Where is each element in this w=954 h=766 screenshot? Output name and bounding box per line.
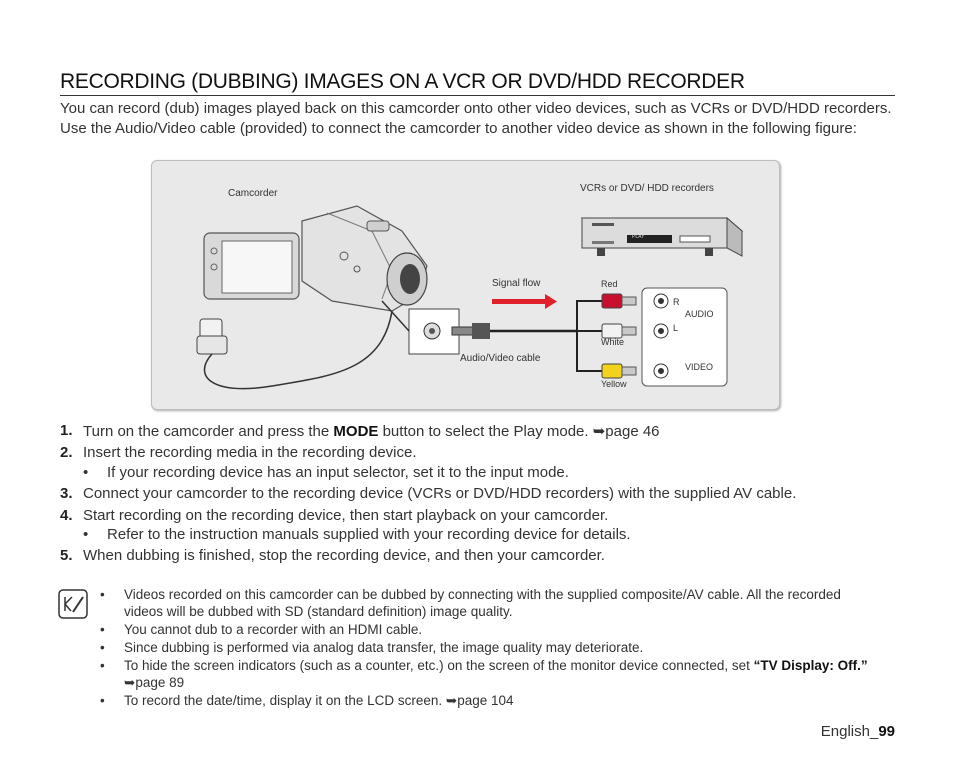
bullet-icon: • [100,658,105,673]
title-rule [60,95,895,96]
camcorder-illustration [203,205,428,312]
play-label: PLAY [632,234,645,240]
power-adapter [196,310,393,390]
page-ref: page 104 [457,693,514,708]
av-jack-box [381,300,460,355]
r-label: R [673,297,680,307]
video-label: VIDEO [685,362,714,372]
connection-figure: Camcorder VCRs or DVD/ HDD recorders Sig… [151,160,780,410]
recorder-label: VCRs or DVD/ HDD recorders [580,183,714,194]
note-item: • You cannot dub to a recorder with an H… [100,622,423,637]
bullet-icon: • [100,622,105,637]
page-footer: English_99 [820,723,895,740]
note-item: • Videos recorded on this camcorder can … [100,587,841,619]
recorder-illustration [580,216,744,257]
bullet-icon: • [100,640,105,655]
page-number: 99 [878,723,895,740]
bullet-icon: • [100,587,105,602]
signal-flow-label: Signal flow [492,278,541,289]
audio-label: AUDIO [685,309,714,319]
note-item: • To hide the screen indicators (such as… [100,658,868,690]
intro-paragraph: You can record (dub) images played back … [60,100,892,137]
page-ref-arrow-icon: ➥ [592,423,606,440]
page-ref-arrow-icon: ➥ [445,693,458,708]
bullet-icon: • [83,526,89,543]
page-title: RECORDING (DUBBING) IMAGES ON A VCR OR D… [60,70,745,93]
page-ref: page 89 [135,675,185,690]
connection-diagram [196,205,744,390]
note-icon [58,589,88,619]
bullet-icon: • [83,464,89,481]
av-cable [451,300,602,372]
page-ref-arrow-icon: ➥ [124,675,136,690]
signal-flow-arrow [492,294,557,309]
mode-button-text: MODE [333,423,379,440]
yellow-label: Yellow [601,379,627,389]
white-label: White [601,337,625,347]
note-item: • Since dubbing is performed via analog … [100,640,644,655]
l-label: L [673,323,679,333]
rca-plugs [601,293,637,379]
cable-label: Audio/Video cable [460,353,541,364]
red-label: Red [601,279,618,289]
tv-display-setting: “TV Display: Off.” [753,658,868,673]
bullet-icon: • [100,693,105,708]
page-ref: page 46 [605,423,660,440]
note-item: • To record the date/time, display it on… [100,693,514,708]
camcorder-label: Camcorder [228,188,278,199]
notes-list: • Videos recorded on this camcorder can … [100,586,880,710]
recorder-jack-panel [641,287,728,387]
